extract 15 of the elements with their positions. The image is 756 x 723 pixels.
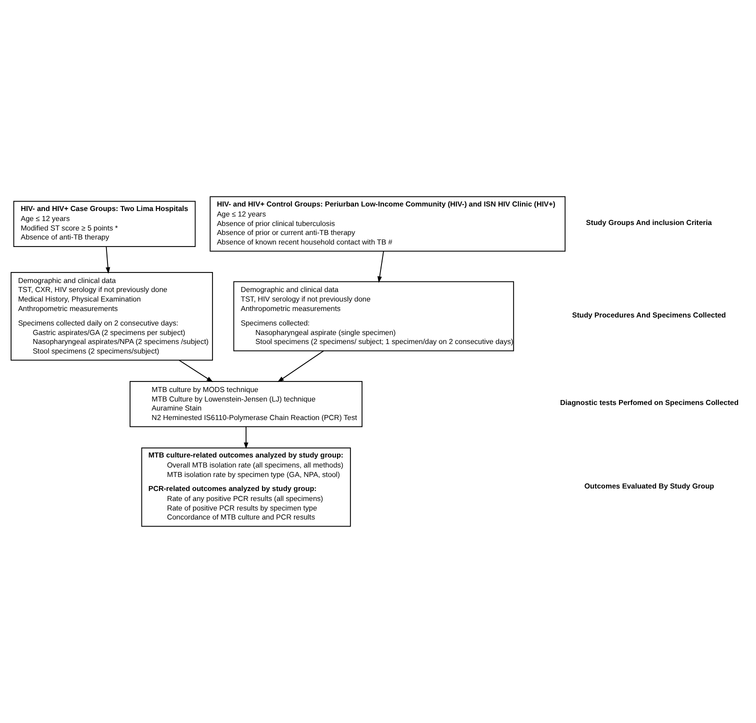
node-box: Demographic and clinical data TST, CXR, HIV serology if not previously done Medical History, Physical Examination Anthropometric measurements Specimens collected daily on 2 consecutive days: Gastric aspirates/GA (2 specimens per subject) Nasopharyngeal aspirates/NPA (2 specimens /subject) Stool specimens (2 specimens/subject) [10,272,213,361]
label: Study Procedures And Specimens Collected [572,310,726,320]
node-box: HIV- and HIV+ Control Groups: Periurban Low-Income Community (HIV-) and ISN HIV Clinic (HIV+) Age ≤ 12 years Absence of prior clinical tuberculosis Absence of prior or current anti-TB therapy Absence of known recent household contact with TB # [210,196,566,252]
node-box: MTB culture-related outcomes analyzed by study group: Overall MTB isolation rate (all specimens, all methods) MTB isolation rate by specimen type (GA, NPA, stool) PCR-related outcomes analyzed by study group: Rate of any positive PCR results (all specimens) Rate of positive PCR results by specimen type Concordance of MTB culture and PCR results [141,447,351,527]
label: Study Groups And inclusion Criteria [586,218,712,228]
node-box: Demographic and clinical data TST, HIV serology if not previously done Anthropometric measurements Specimens collected: Nasopharyngeal aspirate (single specimen) Stool specimens (2 specimens/ subject; 1 specimen/day on 2 consecutive days) [233,281,514,352]
arrow [178,360,214,382]
label: Outcomes Evaluated By Study Group [584,481,714,490]
arrow [277,350,324,382]
arrow [377,250,384,283]
node-box: HIV- and HIV+ Case Groups: Two Lima Hospitals Age ≤ 12 years Modified ST score ≥ 5 points * Absence of anti-TB therapy [13,200,196,247]
label: Diagnostic tests Perfomed on Specimens Collected [560,398,739,408]
arrow [244,426,248,449]
node-box: MTB culture by MODS technique MTB Culture by Lowenstein-Jensen (LJ) technique Auramine Stain N2 Heminested IS6110-Polymerase Chain Reaction (PCR) Test [130,381,362,428]
arrow [106,246,110,274]
